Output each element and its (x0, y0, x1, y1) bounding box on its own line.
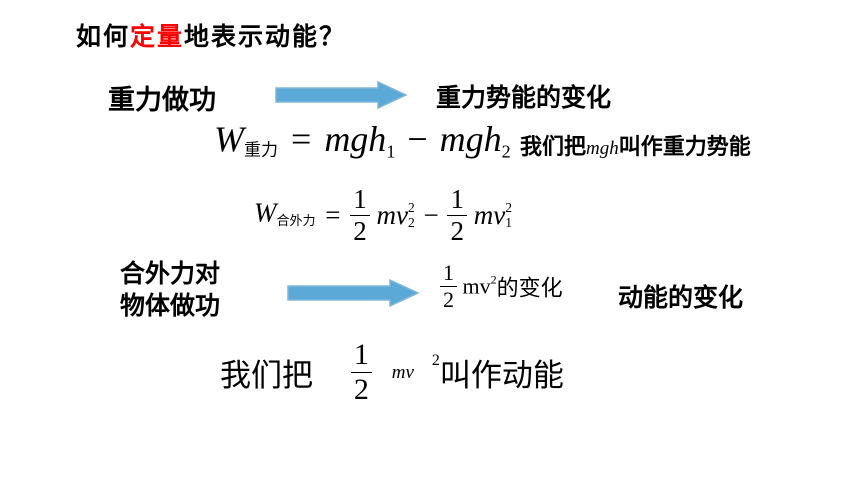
note-post: 叫作重力势能 (618, 135, 751, 160)
note-pre: 我们把 (520, 135, 587, 160)
term-mgh1: mgh (324, 119, 387, 159)
minus-sign-2: − (423, 200, 439, 230)
work-subscript: 重力 (244, 140, 278, 161)
gravity-pe-note: 我们把mgh叫作重力势能 (520, 129, 751, 161)
gravity-work-label: 重力做功 (108, 85, 216, 116)
net-work-label-line1: 合外力对 (120, 259, 221, 288)
title-pre: 如何 (76, 22, 131, 51)
conclusion-post: 叫作动能 (439, 358, 564, 394)
equals-sign: = (291, 119, 312, 159)
title-highlight: 定量 (130, 22, 185, 51)
work-symbol: W (214, 119, 244, 159)
term-mv2-final: mv (376, 200, 408, 230)
right-arrow-icon (275, 80, 408, 110)
subscript-2: 2 (501, 141, 511, 162)
term-mv1-initial: mv (473, 200, 506, 230)
gravity-work-formula: W重力 = mgh1 − mgh2 (214, 118, 511, 162)
page-title: 如何定量地表示动能？ (76, 17, 346, 53)
note-mgh: mgh (586, 138, 619, 159)
conclusion-sup: 2 (431, 352, 440, 369)
mid-term-mv: mv (462, 273, 491, 299)
work-subscript-2: 合外力 (276, 213, 316, 229)
equals-sign-2: = (325, 200, 341, 230)
title-post: 地表示动能？ (184, 22, 347, 51)
ke-change-label: 动能的变化 (618, 283, 744, 312)
subscript-1: 1 (386, 141, 396, 162)
conclusion-pre: 我们把 (220, 358, 313, 394)
minus-sign: − (407, 119, 428, 159)
net-work-label: 合外力对 物体做功 (120, 258, 220, 322)
mid-post: 的变化 (496, 276, 563, 302)
term-mgh2: mgh (439, 119, 502, 159)
gravity-pe-change-label: 重力势能的变化 (436, 83, 612, 112)
mid-sup: 2 (490, 272, 497, 287)
work-symbol-2: W (254, 197, 277, 228)
net-work-label-line2: 物体做功 (120, 291, 221, 320)
right-arrow-icon-2 (287, 278, 420, 308)
conclusion-mv: mv (391, 361, 414, 383)
